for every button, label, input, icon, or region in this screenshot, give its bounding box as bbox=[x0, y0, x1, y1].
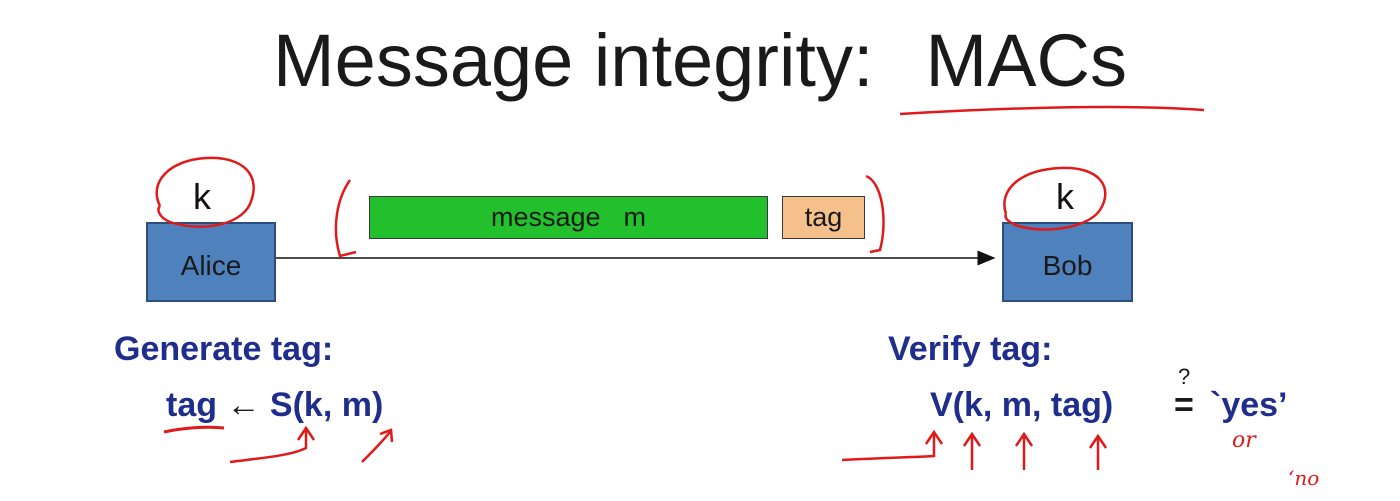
generate-rhs: S(k, m) bbox=[269, 386, 384, 424]
bob-key: k bbox=[1056, 176, 1074, 217]
tag-underline bbox=[163, 425, 225, 434]
alice-key-circle bbox=[155, 156, 255, 228]
bob-label: Bob bbox=[1042, 250, 1093, 281]
verify-formula: V(k, m, tag) bbox=[930, 386, 1114, 424]
title-underline bbox=[899, 105, 1205, 116]
equals-sign: = bbox=[1174, 386, 1194, 424]
m-pointer-head bbox=[379, 428, 394, 443]
s-pointer bbox=[229, 430, 308, 464]
v-pointer-head bbox=[924, 429, 944, 445]
title-emphasis: MACs bbox=[925, 19, 1127, 102]
verify-result: `yes’ bbox=[1210, 386, 1288, 424]
question-mark: ? bbox=[1178, 364, 1191, 389]
slide-title: Message integrity: MACs bbox=[0, 18, 1400, 103]
verify-heading: Verify tag: bbox=[888, 330, 1053, 368]
alice-label: Alice bbox=[180, 250, 242, 281]
title-main: Message integrity: bbox=[273, 19, 874, 102]
generate-formula: tag ← S(k, m) bbox=[166, 386, 383, 425]
v-pointer bbox=[841, 434, 936, 462]
tag-label: tag bbox=[804, 202, 843, 232]
m-verify-pointer-head bbox=[1014, 431, 1034, 447]
right-bracket bbox=[865, 174, 885, 254]
s-pointer-head bbox=[296, 425, 316, 441]
tag-block: tag bbox=[782, 196, 865, 239]
k-pointer-head bbox=[962, 431, 982, 447]
bob-box: Bob bbox=[1002, 222, 1133, 302]
m-pointer bbox=[361, 431, 391, 463]
bob-key-circle bbox=[1003, 166, 1107, 231]
handwritten-or: or bbox=[1232, 428, 1256, 453]
generate-heading: Generate tag: bbox=[114, 330, 334, 368]
alice-key: k bbox=[193, 176, 211, 217]
message-block: message m bbox=[369, 196, 768, 239]
alice-box: Alice bbox=[146, 222, 276, 302]
message-label: message m bbox=[490, 202, 647, 232]
left-bracket bbox=[334, 179, 357, 258]
generate-lhs: tag bbox=[166, 386, 217, 424]
left-arrow-icon: ← bbox=[226, 386, 261, 424]
handwritten-no: ‘no bbox=[1288, 466, 1320, 490]
tag-verify-pointer-head bbox=[1088, 433, 1108, 449]
